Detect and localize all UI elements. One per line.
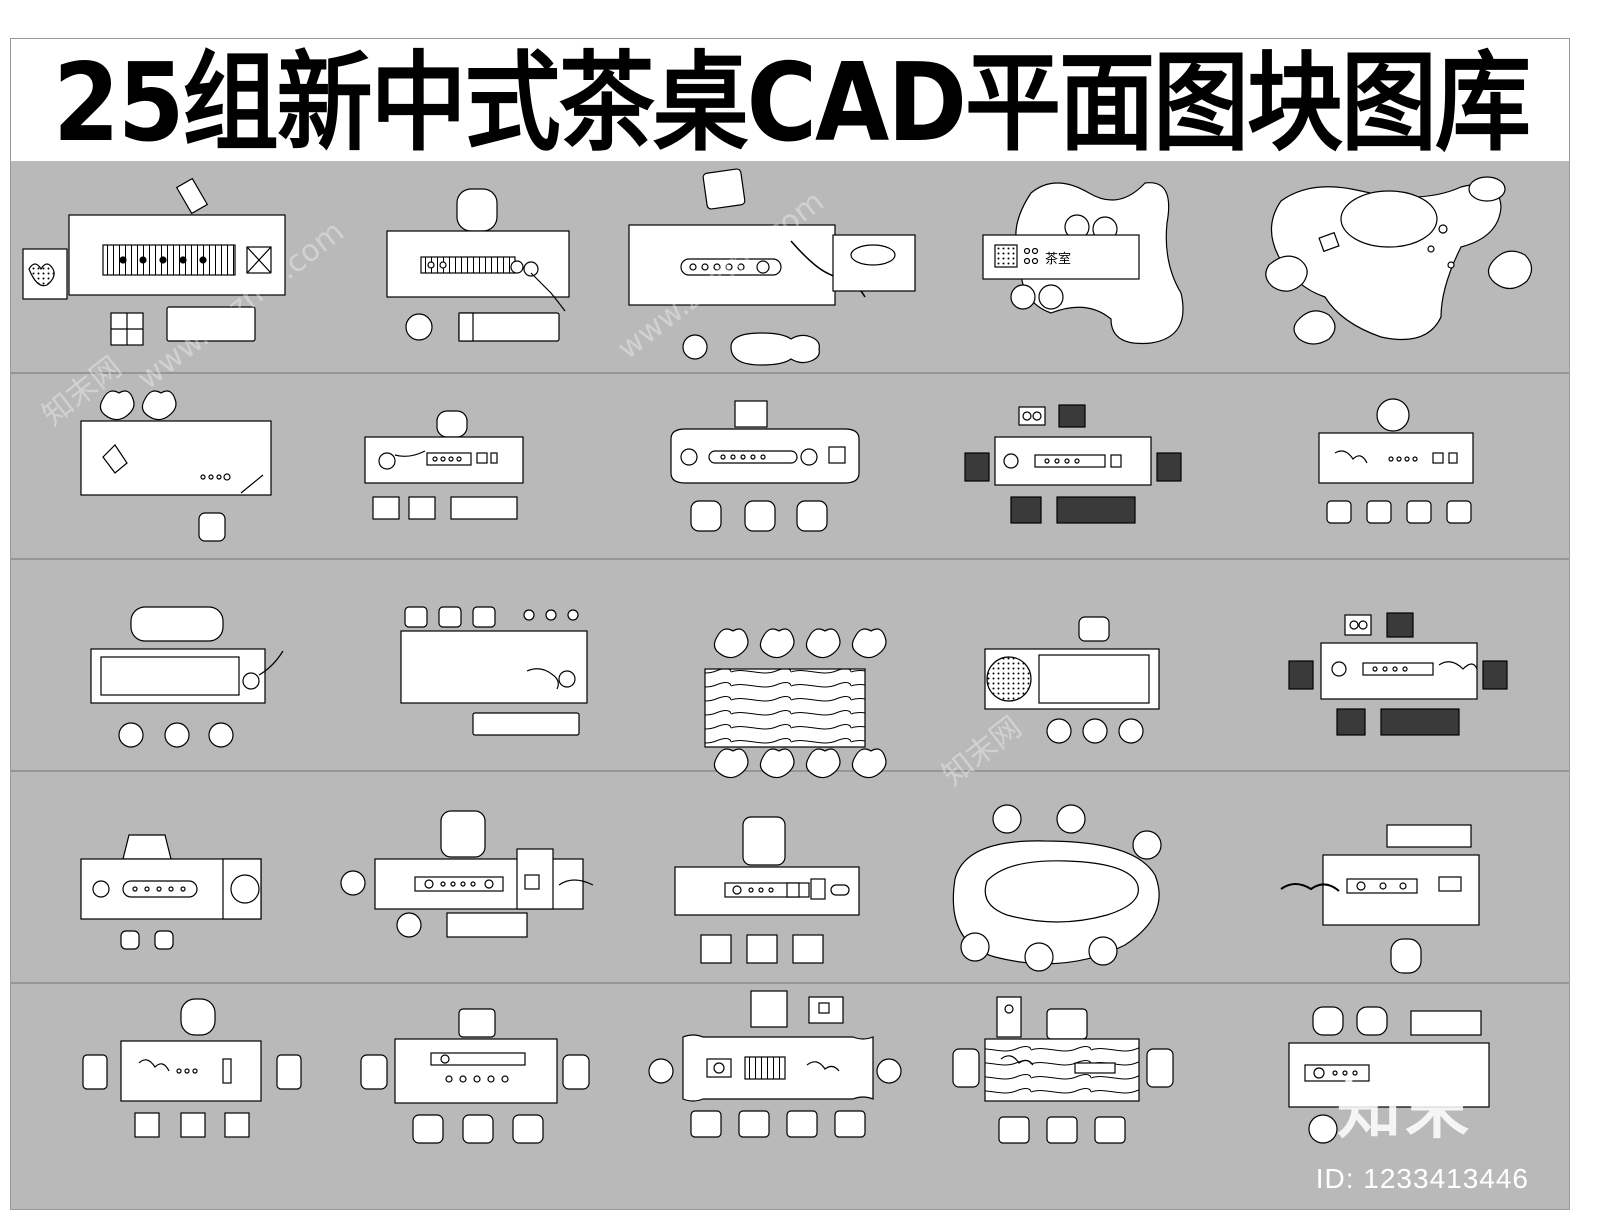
tea-table-plan-21	[82, 998, 302, 1138]
tea-table-plan-16	[80, 834, 262, 950]
tea-table-plan-15	[1288, 612, 1508, 736]
watermark-logo: 知末	[1337, 1074, 1473, 1148]
tea-table-plan-25	[1288, 1006, 1490, 1144]
tea-table-plan-12	[400, 606, 588, 736]
page-title: 25组新中式茶桌CAD平面图块图库	[52, 40, 1531, 166]
tea-table-plan-19	[952, 804, 1162, 972]
tea-table-plan-07	[364, 410, 524, 520]
tea-table-plan-14	[984, 616, 1160, 744]
tea-table-plan-10	[1318, 398, 1474, 524]
tea-table-plan-13	[704, 628, 887, 779]
tea-table-plan-04	[982, 182, 1184, 345]
tea-table-plan-17	[340, 810, 594, 938]
tea-table-plan-05	[1265, 176, 1533, 345]
tea-table-plan-03	[628, 168, 916, 366]
tea-table-plan-09	[964, 404, 1182, 524]
tea-room-label: 茶室	[1045, 251, 1071, 267]
tea-table-plan-06	[80, 390, 272, 542]
tea-table-plan-01	[22, 177, 286, 346]
tea-table-plan-02	[386, 188, 570, 342]
tea-table-plan-22	[360, 1008, 590, 1144]
watermark-id: ID: 1233413446	[1315, 1163, 1529, 1194]
tea-table-plan-23	[648, 990, 902, 1138]
tea-table-plan-18	[674, 816, 860, 964]
tea-table-plan-20	[1280, 824, 1480, 974]
cad-drawing: 茶室	[11, 161, 1569, 1209]
drawing-sheet: 25组新中式茶桌CAD平面图块图库	[10, 38, 1570, 1210]
tea-table-plan-08	[670, 400, 860, 532]
tea-table-plan-24	[952, 996, 1174, 1144]
tea-table-plan-11	[90, 606, 284, 748]
